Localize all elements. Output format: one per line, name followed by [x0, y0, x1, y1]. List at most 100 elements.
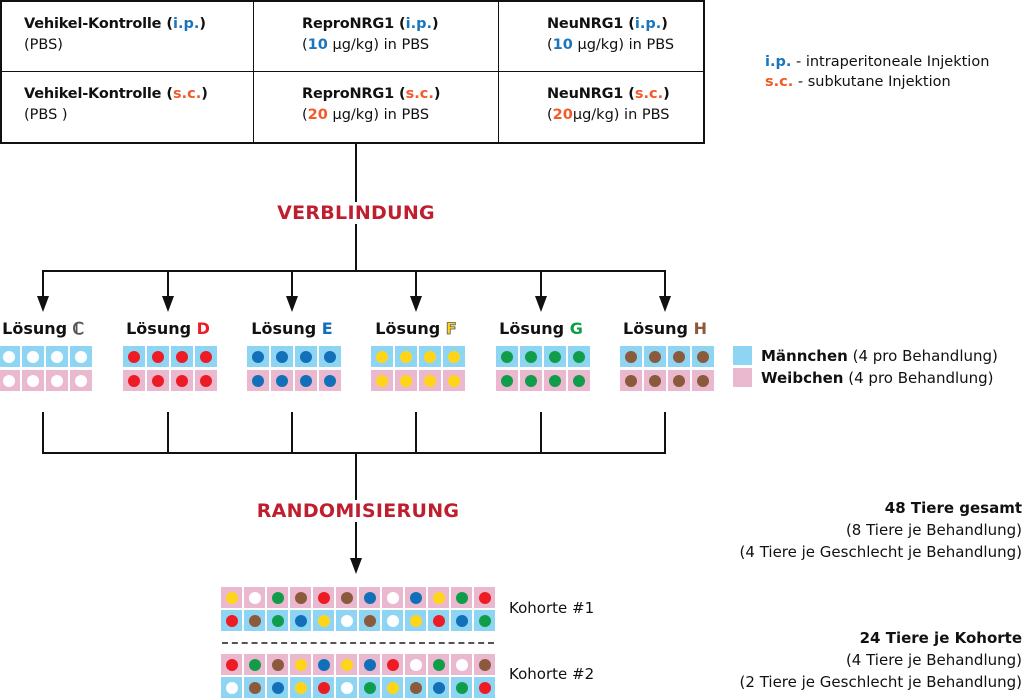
- connector-line: [540, 270, 542, 300]
- animal-dot: [478, 681, 491, 694]
- animal-dot: [573, 374, 585, 387]
- arrow-down-icon: [162, 296, 174, 312]
- solution-label: Lösung H: [623, 319, 707, 338]
- solution-letter: D: [196, 319, 210, 338]
- male-animal-cell: [395, 346, 417, 367]
- solution-letter: F: [445, 319, 457, 339]
- animal-dot: [128, 350, 140, 363]
- male-animal-cell: [405, 610, 426, 631]
- female-animal-cell: [428, 654, 449, 675]
- female-animal-cell: [313, 654, 334, 675]
- animal-dot: [225, 614, 238, 627]
- solution-grid: [0, 346, 92, 392]
- female-animal-cell: [171, 370, 193, 391]
- connector-line: [42, 270, 44, 300]
- animal-dot: [673, 350, 685, 363]
- male-animal-cell: [171, 346, 193, 367]
- solution-letter: ℂ: [72, 319, 84, 339]
- female-animal-cell: [520, 370, 542, 391]
- connector-line: [42, 452, 666, 454]
- animal-dot: [376, 350, 388, 363]
- animal-dot: [324, 374, 336, 387]
- sex-legend-male: Männchen (4 pro Behandlung): [733, 345, 998, 367]
- female-animal-cell: [428, 587, 449, 608]
- animal-dot: [200, 350, 212, 363]
- animal-dot: [363, 658, 376, 671]
- summary-total: 48 Tiere gesamt (8 Tiere je Behandlung) …: [739, 499, 1022, 561]
- female-animal-cell: [244, 654, 265, 675]
- arrow-down-icon: [37, 296, 49, 312]
- female-animal-cell: [195, 370, 217, 391]
- male-animal-cell: [221, 610, 242, 631]
- cohort-divider: [222, 642, 494, 644]
- solution-grid: [496, 346, 590, 392]
- solution-grid: [371, 346, 465, 392]
- female-animal-cell: [319, 370, 341, 391]
- route-legend-ip: i.p. - intraperitoneale Injektion: [765, 54, 990, 70]
- animal-dot: [340, 658, 353, 671]
- animal-dot: [3, 350, 15, 363]
- solution-grid: [123, 346, 217, 392]
- female-animal-cell: [336, 587, 357, 608]
- male-animal-cell: [0, 346, 20, 367]
- animal-dot: [386, 614, 399, 627]
- animal-dot: [225, 591, 238, 604]
- animal-dot: [455, 591, 468, 604]
- female-animal-cell: [244, 587, 265, 608]
- animal-dot: [271, 658, 284, 671]
- male-animal-cell: [668, 346, 690, 367]
- animal-dot: [248, 591, 261, 604]
- animal-dot: [432, 681, 445, 694]
- male-animal-cell: [520, 346, 542, 367]
- female-animal-cell: [359, 587, 380, 608]
- animal-dot: [363, 614, 376, 627]
- female-animal-cell: [147, 370, 169, 391]
- male-animal-cell: [46, 346, 68, 367]
- male-swatch: [733, 346, 752, 365]
- animal-dot: [300, 350, 312, 363]
- male-animal-cell: [290, 677, 311, 698]
- animal-dot: [300, 374, 312, 387]
- animal-dot: [386, 591, 399, 604]
- male-animal-cell: [244, 677, 265, 698]
- animal-dot: [432, 658, 445, 671]
- solution-letter: H: [693, 319, 707, 338]
- animal-dot: [176, 374, 188, 387]
- animal-dot: [27, 350, 39, 363]
- female-animal-cell: [382, 587, 403, 608]
- female-animal-cell: [395, 370, 417, 391]
- male-animal-cell: [644, 346, 666, 367]
- animal-dot: [549, 374, 561, 387]
- female-animal-cell: [544, 370, 566, 391]
- animal-dot: [128, 374, 140, 387]
- animal-dot: [478, 614, 491, 627]
- animal-dot: [248, 681, 261, 694]
- animal-dot: [225, 658, 238, 671]
- male-animal-cell: [451, 610, 472, 631]
- animal-dot: [649, 350, 661, 363]
- female-animal-cell: [70, 370, 92, 391]
- animal-dot: [271, 614, 284, 627]
- solution-label: Lösung G: [499, 319, 583, 338]
- animal-dot: [455, 658, 468, 671]
- female-animal-cell: [247, 370, 269, 391]
- treatment-cell: NeuNRG1 (s.c.) (20µg/kg) in PBS: [547, 86, 670, 123]
- female-animal-cell: [644, 370, 666, 391]
- male-animal-cell: [313, 677, 334, 698]
- animal-dot: [400, 350, 412, 363]
- male-animal-cell: [290, 610, 311, 631]
- animal-dot: [549, 350, 561, 363]
- animal-dot: [448, 374, 460, 387]
- route-legend: i.p. - intraperitoneale Injektion s.c. -…: [765, 52, 989, 92]
- animal-dot: [317, 681, 330, 694]
- animal-dot: [673, 374, 685, 387]
- animal-dot: [386, 658, 399, 671]
- female-animal-cell: [221, 654, 242, 675]
- male-animal-cell: [244, 610, 265, 631]
- male-animal-cell: [295, 346, 317, 367]
- cohort-label-2: Kohorte #2: [509, 665, 595, 683]
- animal-dot: [409, 658, 422, 671]
- animal-dot: [271, 591, 284, 604]
- connector-line: [664, 412, 666, 454]
- sex-legend-female: Weibchen (4 pro Behandlung): [733, 367, 998, 389]
